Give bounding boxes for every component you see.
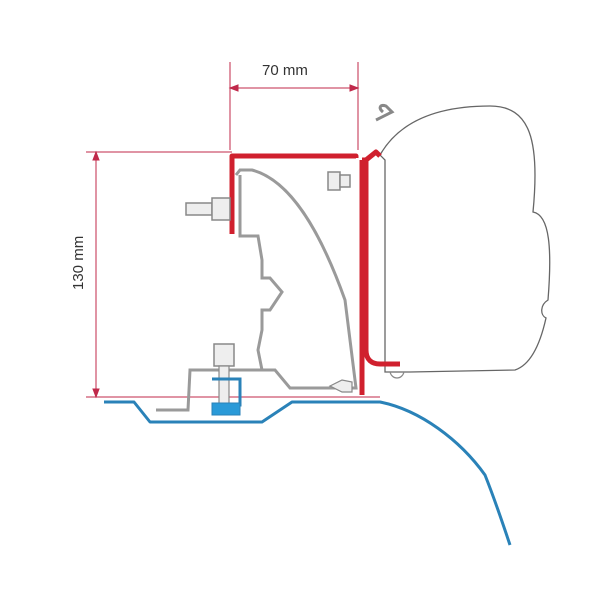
dimension-width: [228, 62, 360, 150]
awning-cassette: [375, 104, 551, 379]
width-dimension-label: 70 mm: [262, 62, 308, 79]
pin: [328, 379, 353, 393]
height-dimension-label: 130 mm: [70, 235, 87, 290]
bolt-clamp: [213, 343, 235, 407]
bolt-right: [327, 171, 351, 191]
vehicle-roof: [104, 400, 512, 546]
clamp-block: [211, 402, 241, 416]
adapter-bracket: [229, 149, 400, 395]
dimension-height: [86, 150, 380, 399]
bolt-left: [185, 197, 231, 221]
mounting-profile: [156, 168, 358, 412]
